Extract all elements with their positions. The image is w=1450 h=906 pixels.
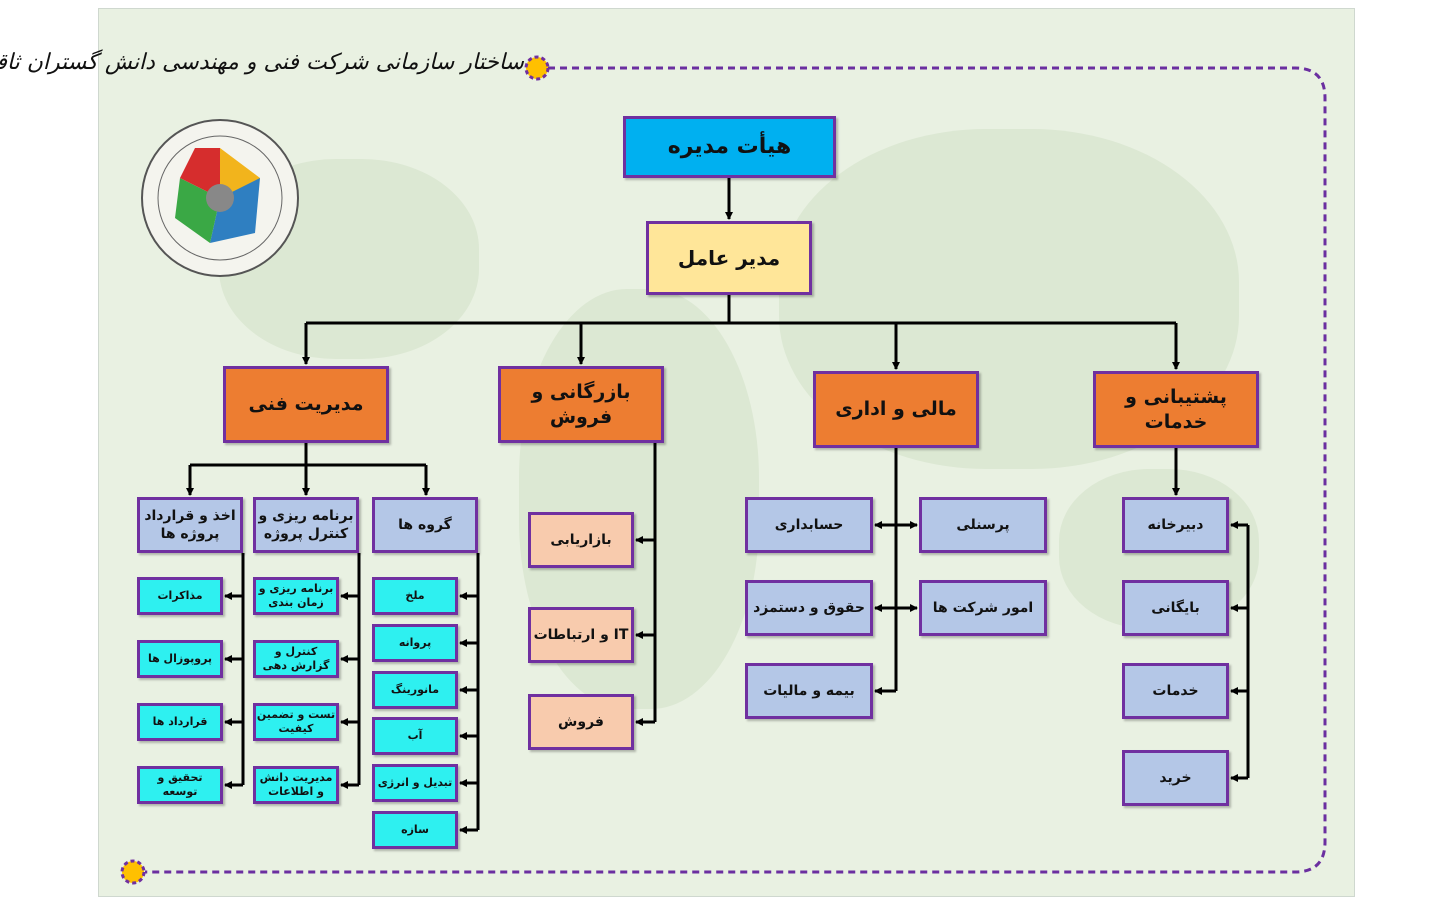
support-item: خدمات	[1122, 663, 1229, 719]
dept-finance: مالی و اداری	[813, 371, 979, 448]
unit-planning: برنامه ریزی و کنترل پروژه	[253, 497, 359, 553]
unit-groups: گروه ها	[372, 497, 478, 553]
sales-item: فروش	[528, 694, 634, 750]
finance-item: حقوق و دستمزد	[745, 580, 873, 636]
item-box: ملخ	[372, 577, 458, 615]
item-box: آب	[372, 717, 458, 755]
support-item: خرید	[1122, 750, 1229, 806]
support-item: بایگانی	[1122, 580, 1229, 636]
item-box: قرارداد ها	[137, 703, 223, 741]
sales-item: IT و ارتباطات	[528, 607, 634, 663]
board-of-directors-box: هیأت مدیره	[623, 116, 836, 178]
finance-item: بیمه و مالیات	[745, 663, 873, 719]
item-box: کنترل و گزارش دهی	[253, 640, 339, 678]
item-box: تبدیل و انرژی	[372, 764, 458, 802]
item-box: پروانه	[372, 624, 458, 662]
item-box: پروپوزال ها	[137, 640, 223, 678]
item-box: برنامه ریزی و زمان بندی	[253, 577, 339, 615]
support-item: دبیرخانه	[1122, 497, 1229, 553]
item-box: تحقیق و توسعه	[137, 766, 223, 804]
finance-item: پرسنلی	[919, 497, 1047, 553]
dept-support: پشتیبانی و خدمات	[1093, 371, 1259, 448]
item-box: مانورینگ	[372, 671, 458, 709]
item-box: مذاکرات	[137, 577, 223, 615]
dept-sales: بازرگانی و فروش	[498, 366, 664, 443]
item-box: تست و تضمین کیفیت	[253, 703, 339, 741]
sales-item: بازاریابی	[528, 512, 634, 568]
dept-technical: مدیریت فنی	[223, 366, 389, 443]
item-box: سازه	[372, 811, 458, 849]
ceo-box: مدیر عامل	[646, 221, 812, 295]
finance-item: حسابداری	[745, 497, 873, 553]
item-box: مدیریت دانش و اطلاعات	[253, 766, 339, 804]
company-logo	[141, 119, 299, 277]
unit-contracts: اخذ و قرارداد پروژه ها	[137, 497, 243, 553]
chart-title: ساختار سازمانی شرکت فنی و مهندسی دانش گس…	[0, 50, 524, 75]
finance-item: امور شرکت ها	[919, 580, 1047, 636]
